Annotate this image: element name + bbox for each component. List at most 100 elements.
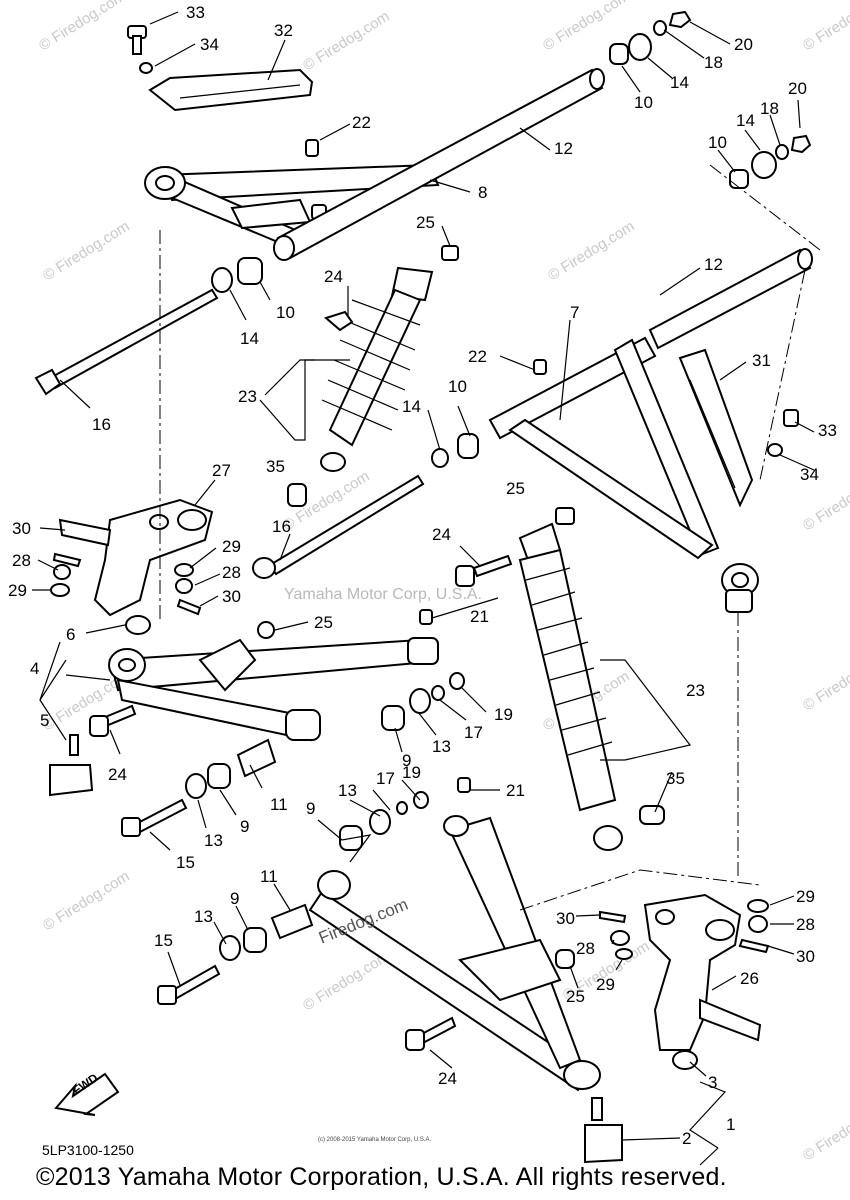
callout-9: 9 bbox=[230, 889, 240, 908]
callout-2: 2 bbox=[682, 1129, 692, 1148]
callout-30: 30 bbox=[796, 947, 815, 966]
callout-21: 21 bbox=[506, 781, 525, 800]
callout-4: 4 bbox=[30, 659, 40, 678]
callout-14: 14 bbox=[240, 329, 259, 348]
callout-7: 7 bbox=[570, 303, 580, 322]
callout-8: 8 bbox=[478, 183, 488, 202]
callout-18: 18 bbox=[704, 53, 723, 72]
callout-24: 24 bbox=[108, 765, 127, 784]
guard-bracket-right bbox=[678, 348, 799, 508]
callout-29: 29 bbox=[796, 887, 815, 906]
callout-9: 9 bbox=[402, 751, 412, 770]
callout-25: 25 bbox=[416, 213, 435, 232]
callout-19: 19 bbox=[402, 763, 421, 782]
callout-13: 13 bbox=[194, 907, 213, 926]
callout-26: 26 bbox=[740, 969, 759, 988]
callout-14: 14 bbox=[736, 111, 755, 130]
callout-23: 23 bbox=[686, 681, 705, 700]
part-code: 5LP3100-1250 bbox=[42, 1142, 134, 1158]
callout-16: 16 bbox=[272, 517, 291, 536]
bushing-set-upper-right bbox=[609, 10, 812, 189]
long-bolt-upper bbox=[34, 257, 263, 396]
callout-9: 9 bbox=[306, 799, 316, 818]
callout-29: 29 bbox=[8, 581, 27, 600]
callout-28: 28 bbox=[576, 939, 595, 958]
guard-bracket-upper bbox=[127, 25, 314, 112]
callout-24: 24 bbox=[438, 1069, 457, 1088]
callout-14: 14 bbox=[670, 73, 689, 92]
callout-35: 35 bbox=[266, 457, 285, 476]
callout-17: 17 bbox=[376, 769, 395, 788]
callout-5: 5 bbox=[40, 711, 50, 730]
callout-11: 11 bbox=[270, 795, 288, 814]
collar-tube-right bbox=[648, 248, 813, 350]
callout-3: 3 bbox=[708, 1073, 718, 1092]
callout-10: 10 bbox=[634, 93, 653, 112]
upper-arm-right bbox=[488, 336, 759, 613]
callout-20: 20 bbox=[788, 79, 807, 98]
bushing-set-right-middle bbox=[431, 359, 547, 468]
watermark-center: Yamaha Motor Corp, U.S.A. bbox=[284, 586, 482, 603]
callout-29: 29 bbox=[596, 975, 615, 994]
callout-15: 15 bbox=[176, 853, 195, 872]
leader-lines bbox=[32, 11, 815, 1166]
callout-22: 22 bbox=[468, 347, 487, 366]
shock-absorber-lower bbox=[518, 507, 665, 851]
callout-11: 11 bbox=[260, 867, 278, 886]
callout-20: 20 bbox=[734, 35, 753, 54]
callout-15: 15 bbox=[154, 931, 173, 950]
callout-13: 13 bbox=[204, 831, 223, 850]
callout-24: 24 bbox=[324, 267, 343, 286]
callout-34: 34 bbox=[200, 35, 219, 54]
callout-10: 10 bbox=[448, 377, 467, 396]
callout-34: 34 bbox=[800, 465, 819, 484]
callout-22: 22 bbox=[352, 113, 371, 132]
callout-18: 18 bbox=[760, 99, 779, 118]
small-parts-left bbox=[50, 552, 202, 635]
callout-28: 28 bbox=[222, 563, 241, 582]
callout-14: 14 bbox=[402, 397, 421, 416]
callout-30: 30 bbox=[556, 909, 575, 928]
callout-25: 25 bbox=[506, 479, 525, 498]
callout-27: 27 bbox=[212, 461, 231, 480]
callout-12: 12 bbox=[554, 139, 573, 158]
callout-25: 25 bbox=[314, 613, 333, 632]
bushing-set-lower bbox=[185, 672, 465, 961]
tiny-copyright-notice: (c) 2008-2015 Yamaha Motor Corp, U.S.A. bbox=[318, 1137, 432, 1143]
callout-17: 17 bbox=[464, 723, 483, 742]
callout-25: 25 bbox=[566, 987, 585, 1006]
callout-13: 13 bbox=[432, 737, 451, 756]
callout-1: 1 bbox=[726, 1115, 736, 1134]
small-parts-right bbox=[599, 899, 770, 960]
callout-13: 13 bbox=[338, 781, 357, 800]
callout-10: 10 bbox=[276, 303, 295, 322]
callout-29: 29 bbox=[222, 537, 241, 556]
callout-30: 30 bbox=[222, 587, 241, 606]
callout-6: 6 bbox=[66, 625, 76, 644]
callout-31: 31 bbox=[752, 351, 771, 370]
steering-knuckle-left bbox=[58, 498, 214, 617]
callout-12: 12 bbox=[704, 255, 723, 274]
lower-arm-left bbox=[108, 609, 439, 742]
callout-19: 19 bbox=[494, 705, 513, 724]
callout-23: 23 bbox=[238, 387, 257, 406]
collar-tube-upper bbox=[273, 68, 605, 261]
copyright-line: ©2013 Yamaha Motor Corporation, U.S.A. A… bbox=[36, 1163, 727, 1191]
callout-21: 21 bbox=[470, 607, 489, 626]
steering-knuckle-right bbox=[643, 893, 762, 1070]
callout-9: 9 bbox=[240, 817, 250, 836]
callout-24: 24 bbox=[432, 525, 451, 544]
bolts-lower bbox=[89, 554, 513, 1051]
callout-28: 28 bbox=[796, 915, 815, 934]
callout-32: 32 bbox=[274, 21, 293, 40]
long-bolt-middle bbox=[252, 474, 425, 579]
callout-35: 35 bbox=[666, 769, 685, 788]
callout-16: 16 bbox=[92, 415, 111, 434]
callout-33: 33 bbox=[186, 3, 205, 22]
callout-33: 33 bbox=[818, 421, 837, 440]
forward-arrow-icon bbox=[54, 1072, 120, 1116]
ball-joint-right bbox=[584, 1097, 623, 1164]
lower-arm-right bbox=[308, 777, 601, 1092]
ball-joint-left bbox=[49, 734, 94, 797]
